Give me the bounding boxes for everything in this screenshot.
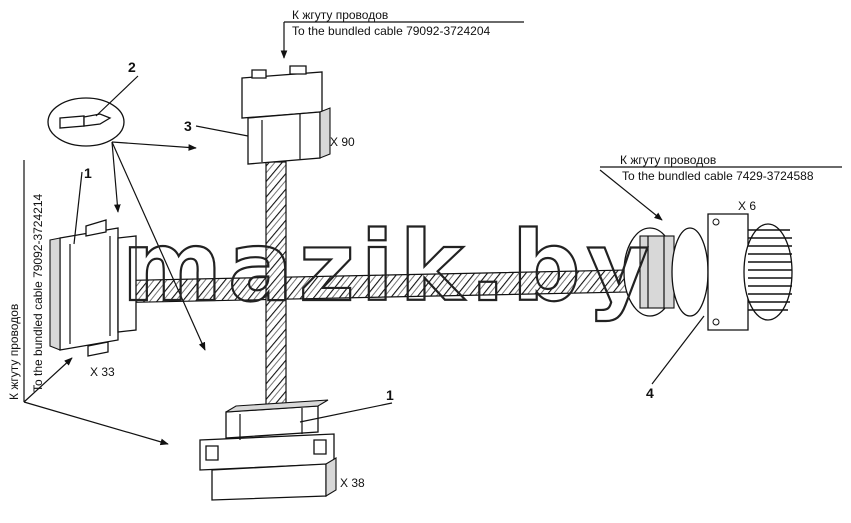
- connector-x38: [199, 399, 337, 501]
- x38-label: X 38: [340, 476, 365, 490]
- cable-right-en-label: To the bundled cable 7429-3724588: [622, 169, 814, 183]
- cable-left-group: К жгуту проводов To the bundled cable 79…: [7, 194, 45, 400]
- connector-x33: [49, 219, 137, 357]
- cable-right-ru-label: К жгуту проводов: [620, 153, 716, 167]
- callout-1-left: 1: [84, 165, 92, 181]
- x90-label: X 90: [330, 135, 355, 149]
- callout-3: 3: [184, 118, 192, 134]
- cable-top-ru-label: К жгуту проводов: [292, 8, 388, 22]
- callout-2: 2: [128, 59, 136, 75]
- leader-lines: [23, 22, 705, 446]
- callout-1-bottom: 1: [386, 387, 394, 403]
- x33-label: X 33: [90, 365, 115, 379]
- terminal-detail-circle: [47, 97, 125, 147]
- connector-x90: [241, 65, 331, 165]
- connector-x6: [623, 213, 793, 331]
- cable-left-en-label: To the bundled cable 79092-3724214: [31, 194, 45, 392]
- cable-top-en-label: To the bundled cable 79092-3724204: [292, 24, 490, 38]
- x6-label: X 6: [738, 199, 756, 213]
- cable-left-ru-label: К жгуту проводов: [7, 304, 21, 400]
- callout-4: 4: [646, 385, 654, 401]
- watermark: mazik.by: [122, 211, 655, 323]
